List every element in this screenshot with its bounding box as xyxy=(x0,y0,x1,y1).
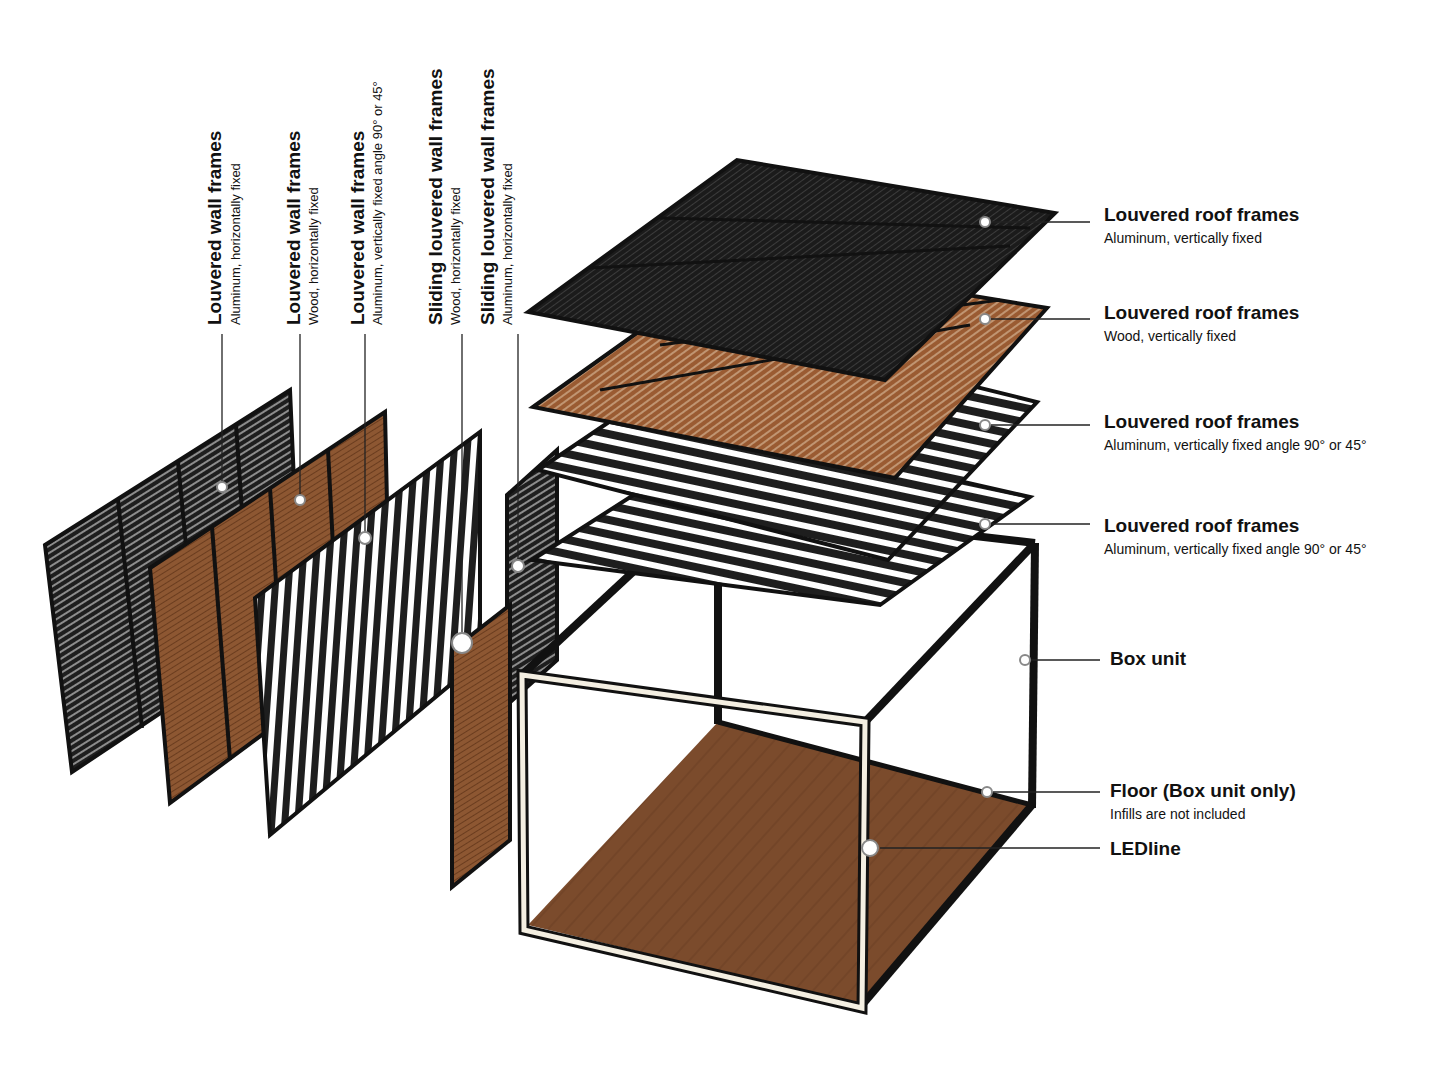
part-note: Infills are not included xyxy=(1110,806,1245,822)
part-label: Sliding louvered wall frames xyxy=(425,68,447,325)
part-note: Wood, horizontally fixed xyxy=(449,187,464,325)
part-label: Louvered roof frames xyxy=(1104,302,1299,324)
part-note: Aluminum, vertically fixed angle 90° or … xyxy=(1104,437,1367,453)
part-label: Floor (Box unit only) xyxy=(1110,780,1296,802)
part-label: Louvered roof frames xyxy=(1104,204,1299,226)
part-note: Aluminum, vertically fixed xyxy=(1104,230,1262,246)
part-note: Aluminum, vertically fixed angle 90° or … xyxy=(1104,541,1367,557)
part-label: Louvered wall frames xyxy=(347,131,369,325)
part-label: Louvered wall frames xyxy=(204,131,226,325)
part-label: Louvered roof frames xyxy=(1104,411,1299,433)
part-label: Louvered wall frames xyxy=(283,131,305,325)
part-note: Aluminum, horizontally fixed xyxy=(501,163,516,325)
part-label: LEDline xyxy=(1110,838,1181,860)
part-label: Louvered roof frames xyxy=(1104,515,1299,537)
part-note: Aluminum, vertically fixed angle 90° or … xyxy=(371,81,386,325)
part-note: Wood, horizontally fixed xyxy=(307,187,322,325)
part-label: Box unit xyxy=(1110,648,1186,670)
part-note: Wood, vertically fixed xyxy=(1104,328,1236,344)
part-label: Sliding louvered wall frames xyxy=(477,68,499,325)
part-note: Aluminum, horizontally fixed xyxy=(229,163,244,325)
